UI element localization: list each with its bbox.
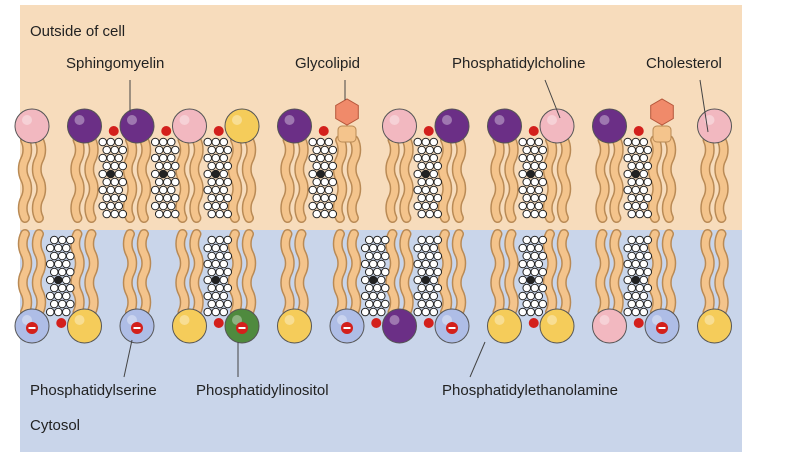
hydroxyl-icon <box>213 318 224 328</box>
hydroxyl-icon <box>56 318 67 328</box>
phosphatidylcholine-lipid <box>14 108 50 223</box>
cholesterol-molecule <box>518 126 548 219</box>
phosphatidylserine-lipid <box>434 229 470 344</box>
glycolipid-lipid <box>647 98 677 223</box>
phosphatidylcholine-head <box>539 108 575 144</box>
hydroxyl-icon <box>633 318 644 328</box>
hydroxyl-icon <box>161 126 172 136</box>
cholesterol-molecule <box>45 235 75 328</box>
phosphatidylserine-label: Phosphatidylserine <box>30 382 157 399</box>
phosphatidylserine-lipid <box>119 229 155 344</box>
sphingomyelin-head <box>382 308 417 344</box>
cholesterol-molecule <box>203 235 233 328</box>
phosphatidylethanolamine-head <box>697 308 732 344</box>
sphingomyelin-head <box>434 108 470 144</box>
phosphatidylcholine-lipid <box>697 108 732 223</box>
phosphatidylethanolamine-head <box>487 308 522 344</box>
hydroxyl-icon <box>528 126 539 136</box>
phosphatidylcholine-lipid <box>382 108 417 223</box>
sphingomyelin-head <box>487 108 522 144</box>
glycolipid-head <box>652 125 672 143</box>
phosphatidylinositol-label: Phosphatidylinositol <box>196 382 329 399</box>
cholesterol-molecule <box>623 235 653 328</box>
sphingomyelin-lipid <box>277 108 312 223</box>
leader-lines <box>123 79 709 378</box>
sphingomyelin-head <box>119 108 155 144</box>
glycolipid-label: Glycolipid <box>295 55 360 72</box>
sphingomyelin-head <box>277 108 312 144</box>
hydroxyl-icon <box>633 126 644 136</box>
cholesterol-molecule <box>203 126 233 219</box>
phosphatidylcholine-head <box>382 108 417 144</box>
sphingomyelin-lipid <box>487 108 522 223</box>
phosphatidylserine-lipid <box>644 229 680 344</box>
phosphatidylcholine-head <box>592 308 627 344</box>
phosphatidylethanolamine-head <box>67 308 102 344</box>
hydroxyl-icon <box>423 126 434 136</box>
phosphatidylethanolamine-head <box>277 308 312 344</box>
phosphatidylcholine-head <box>14 108 50 144</box>
phosphatidylcholine-head <box>697 108 732 144</box>
phosphatidylethanolamine-lipid <box>487 229 522 344</box>
phosphatidylethanolamine-head <box>224 108 260 144</box>
cytosol-label: Cytosol <box>30 417 80 434</box>
cholesterol-molecule <box>413 126 443 219</box>
cholesterol-molecule <box>413 235 443 328</box>
cholesterol-molecule <box>98 126 128 219</box>
hydroxyl-icon <box>213 126 224 136</box>
sphingomyelin-head <box>592 108 627 144</box>
hydroxyl-icon <box>528 318 539 328</box>
sphingomyelin-lipid <box>382 229 417 344</box>
phosphatidylethanolamine-head <box>539 308 575 344</box>
sphingomyelin-label: Sphingomyelin <box>66 55 164 72</box>
hydroxyl-icon <box>318 126 329 136</box>
phosphatidylethanolamine-lipid <box>224 108 260 223</box>
sphingomyelin-lipid <box>434 108 470 223</box>
phosphatidylethanolamine-lipid <box>172 229 207 344</box>
phosphatidylethanolamine-lipid <box>539 229 575 344</box>
phosphatidylcholine-head <box>172 108 207 144</box>
cholesterol-molecule <box>623 126 653 219</box>
cholesterol-label: Cholesterol <box>646 55 722 72</box>
phosphatidylserine-lipid <box>329 229 365 344</box>
glycolipid-lipid <box>332 98 362 223</box>
sphingomyelin-lipid <box>67 108 102 223</box>
hydroxyl-icon <box>423 318 434 328</box>
phosphatidylethanolamine-lipid <box>277 229 312 344</box>
phosphatidylcholine-lipid <box>539 108 575 223</box>
outside-label: Outside of cell <box>30 23 125 40</box>
phosphatidylserine-lipid <box>14 229 50 344</box>
phosphatidylcholine-label: Phosphatidylcholine <box>452 55 585 72</box>
sugar-hexagon <box>650 98 674 126</box>
sphingomyelin-head <box>67 108 102 144</box>
phosphatidylethanolamine-head <box>172 308 207 344</box>
glycolipid-head <box>337 125 357 143</box>
lipid-molecules <box>14 98 732 344</box>
phosphatidylcholine-lipid <box>592 229 627 344</box>
phosphatidylinositol-lipid <box>224 229 260 344</box>
hydroxyl-icon <box>371 318 382 328</box>
sugar-hexagon <box>335 98 359 126</box>
phosphatidylethanolamine-label: Phosphatidylethanolamine <box>442 382 618 399</box>
phosphatidylcholine-lipid <box>172 108 207 223</box>
cholesterol-molecule <box>518 235 548 328</box>
sphingomyelin-lipid <box>592 108 627 223</box>
phosphatidylethanolamine-lipid <box>67 229 102 344</box>
phosphatidylethanolamine-lipid <box>697 229 732 344</box>
hydroxyl-icon <box>108 126 119 136</box>
cholesterol-molecule <box>360 235 390 328</box>
cholesterol-molecule <box>308 126 338 219</box>
sphingomyelin-lipid <box>119 108 155 223</box>
cholesterol-molecule <box>150 126 180 219</box>
